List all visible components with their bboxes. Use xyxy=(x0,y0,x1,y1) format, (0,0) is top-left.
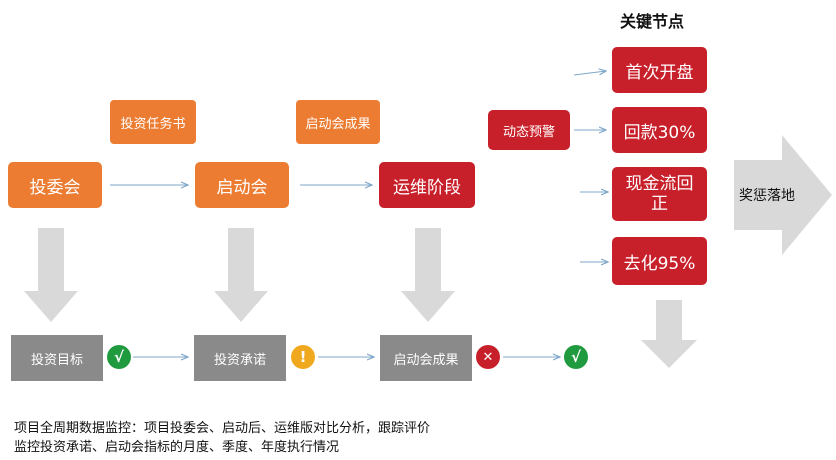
dynamic-warning[interactable]: 动态预警 xyxy=(488,110,570,150)
stage-investment-committee[interactable]: 投委会 xyxy=(8,162,102,208)
down-block-arrow xyxy=(401,228,455,322)
cross-icon: ✕ xyxy=(476,345,500,369)
bottom-kickoff-results[interactable]: 启动会成果 xyxy=(380,335,472,381)
bottom-investment-target[interactable]: 投资目标 xyxy=(11,335,103,381)
key-node-sell-through-95[interactable]: 去化95% xyxy=(612,237,707,285)
key-node-first-opening[interactable]: 首次开盘 xyxy=(612,47,707,93)
check-icon: √ xyxy=(564,345,588,369)
connector-line xyxy=(573,71,606,76)
doc-kickoff-results[interactable]: 启动会成果 xyxy=(296,100,380,144)
note-line-2: 监控投资承诺、启动会指标的月度、季度、年度执行情况 xyxy=(14,440,340,455)
bottom-investment-commitment[interactable]: 投资承诺 xyxy=(194,335,286,381)
doc-investment-mandate[interactable]: 投资任务书 xyxy=(110,100,196,144)
down-block-arrow xyxy=(24,228,78,322)
warning-icon: ! xyxy=(291,345,315,369)
key-node-cashflow-positive-label: 现金流回正 xyxy=(625,174,694,214)
key-node-cashflow-positive[interactable]: 现金流回正 xyxy=(612,167,707,221)
stage-kickoff-meeting[interactable]: 启动会 xyxy=(195,162,289,208)
key-nodes-title: 关键节点 xyxy=(620,12,685,31)
key-node-collection-30[interactable]: 回款30% xyxy=(612,107,707,153)
down-block-arrow xyxy=(641,300,697,368)
reward-label: 奖惩落地 xyxy=(739,188,795,204)
down-block-arrow xyxy=(214,228,268,322)
check-icon: √ xyxy=(107,345,131,369)
note-line-1: 项目全周期数据监控：项目投委会、启动后、运维版对比分析，跟踪评价 xyxy=(14,421,431,436)
right-block-arrow xyxy=(734,135,832,255)
stage-operation[interactable]: 运维阶段 xyxy=(379,162,475,208)
